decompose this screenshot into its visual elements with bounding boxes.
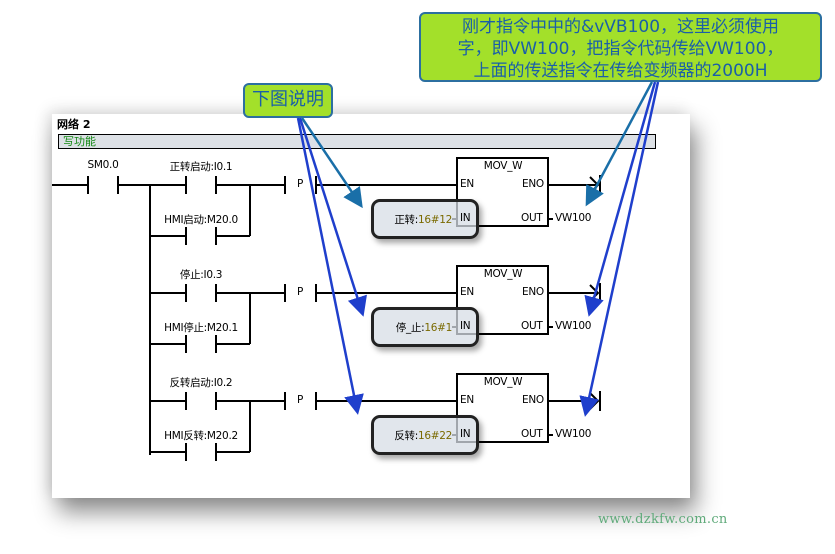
block-name: MOV_W xyxy=(483,160,523,172)
arrow-to-in-3 xyxy=(296,117,364,415)
pin-in: IN xyxy=(460,428,471,440)
watermark-text: www.dzkfw.com.cn xyxy=(598,512,728,527)
in-highlight-box xyxy=(371,199,479,239)
contact-label-sm00: SM0.0 xyxy=(87,159,119,171)
in-value-label: 正转: xyxy=(394,214,418,226)
annotation-callout-small: 下图说明 xyxy=(243,83,333,118)
callout-line: 刚才指令中中的&vVB100，这里必须使用 xyxy=(461,17,780,37)
out-value: VW100 xyxy=(555,428,592,440)
in-value: 正转:16#12 xyxy=(394,212,452,227)
contact-label-bottom: HMI启动:M20.0 xyxy=(164,214,238,226)
pin-out: OUT xyxy=(521,212,543,224)
contact-label-top: 停止:I0.3 xyxy=(179,269,223,281)
mov-w-block-2 xyxy=(456,265,549,335)
pin-eno: ENO xyxy=(522,178,544,190)
in-value-constant: 16#12 xyxy=(417,214,452,226)
out-value: VW100 xyxy=(555,320,592,332)
block-name: MOV_W xyxy=(483,376,523,388)
pin-in: IN xyxy=(460,212,471,224)
arrow-to-in-2 xyxy=(298,117,367,317)
mov-w-block-3 xyxy=(456,373,549,443)
arrow-to-out-2 xyxy=(584,81,657,317)
arrow-to-out-3 xyxy=(579,81,660,417)
p-edge-label: P xyxy=(297,394,304,406)
pin-eno: ENO xyxy=(522,394,544,406)
block-name: MOV_W xyxy=(483,268,523,280)
out-value: VW100 xyxy=(555,212,592,224)
p-edge-label: P xyxy=(297,178,304,190)
in-value: 停_止:16#1 xyxy=(395,320,453,335)
in-value-label: 停_止: xyxy=(395,322,425,334)
pin-en: EN xyxy=(460,286,474,298)
pin-out: OUT xyxy=(521,320,543,332)
in-highlight-box xyxy=(371,415,479,455)
in-value-constant: 16#1 xyxy=(424,322,452,334)
contact-label-top: 正转启动:I0.1 xyxy=(169,161,233,173)
in-value: 反转:16#22 xyxy=(394,428,452,443)
in-value-constant: 16#22 xyxy=(417,430,452,442)
mov-w-block-1 xyxy=(456,157,549,227)
pin-en: EN xyxy=(460,394,474,406)
callout-line: 上面的传送指令在传给变频器的2000H xyxy=(473,61,768,81)
in-value-label: 反转: xyxy=(394,430,418,442)
pin-eno: ENO xyxy=(522,286,544,298)
contact-label-bottom: HMI停止:M20.1 xyxy=(164,322,238,334)
annotation-callout-main: 刚才指令中中的&vVB100，这里必须使用 字，即VW100，把指令代码传给VW… xyxy=(419,12,822,82)
network-comment[interactable]: 写功能 xyxy=(58,134,656,149)
arrow-to-out-1 xyxy=(585,81,654,207)
pin-in: IN xyxy=(460,320,471,332)
arrow-to-in-1 xyxy=(300,117,363,209)
pin-out: OUT xyxy=(521,428,543,440)
contact-label-bottom: HMI反转:M20.2 xyxy=(164,430,238,442)
contact-label-top: 反转启动:I0.2 xyxy=(169,377,233,389)
p-edge-label: P xyxy=(297,286,304,298)
pin-en: EN xyxy=(460,178,474,190)
in-highlight-box xyxy=(371,307,479,347)
callout-line: 字，即VW100，把指令代码传给VW100， xyxy=(457,39,784,59)
network-title: 网络 2 xyxy=(57,118,91,131)
